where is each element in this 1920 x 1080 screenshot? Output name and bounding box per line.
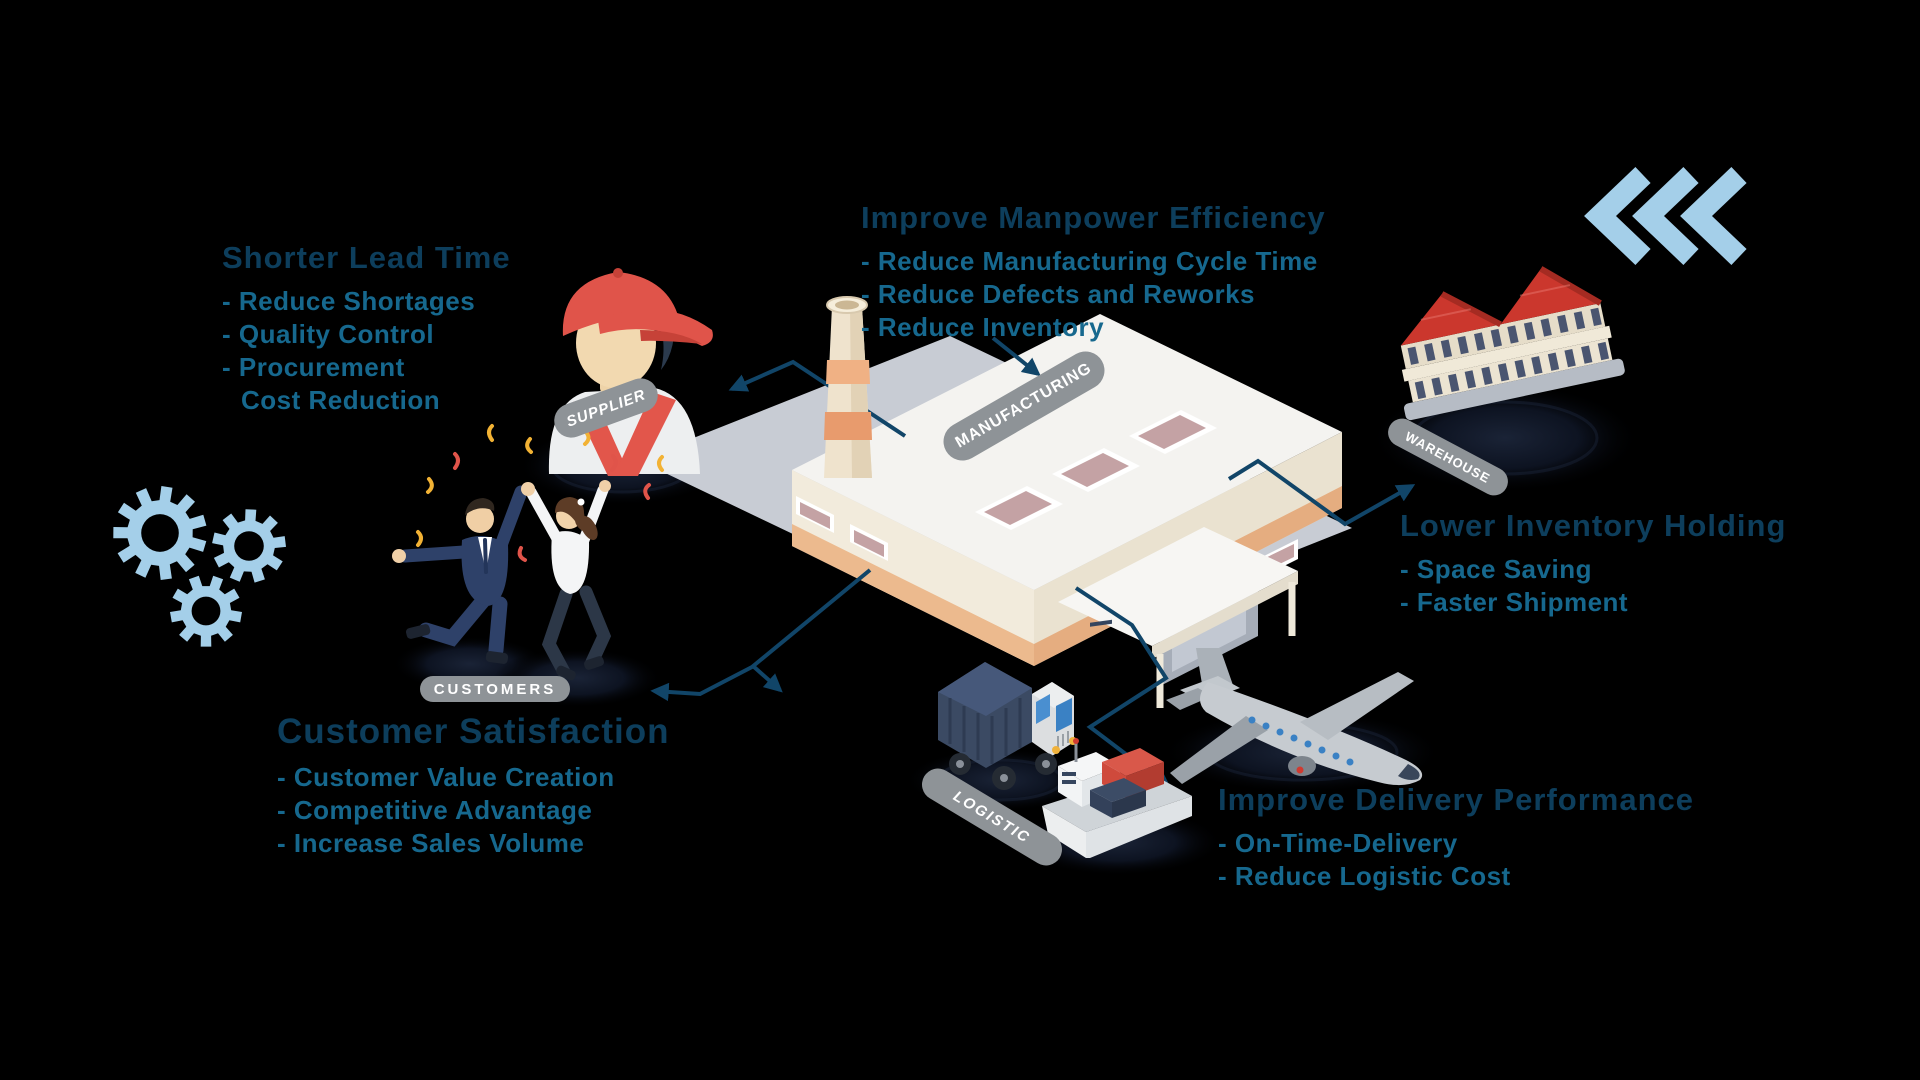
factory-illustration: [638, 314, 1352, 708]
bullet-item: - On-Time-Delivery: [1218, 828, 1458, 858]
truck-illustration: [938, 662, 1077, 790]
customer-woman: [521, 480, 612, 681]
section-title: Lower Inventory Holding: [1400, 508, 1787, 543]
bullet-item: - Procurement: [222, 352, 405, 382]
bullet-item: Cost Reduction: [241, 385, 441, 415]
bullet-item: - Reduce Inventory: [861, 312, 1105, 342]
bullet-item: - Quality Control: [222, 319, 435, 349]
rewind-chevrons-icon: [1584, 167, 1747, 265]
confetti: [416, 424, 664, 562]
section-delivery-performance: Improve Delivery Performance - On-Time-D…: [1218, 782, 1694, 893]
bullet-item: - Faster Shipment: [1400, 587, 1629, 617]
ship-illustration: [1042, 619, 1192, 858]
section-manpower-efficiency: Improve Manpower Efficiency - Reduce Man…: [861, 200, 1326, 344]
warehouse-illustration: [1400, 266, 1625, 421]
bullet-item: - Customer Value Creation: [277, 762, 615, 792]
section-title: Shorter Lead Time: [222, 240, 511, 275]
bullet-item: - Reduce Shortages: [222, 286, 476, 316]
bullet-item: - Reduce Defects and Reworks: [861, 279, 1256, 309]
section-shorter-lead-time: Shorter Lead Time - Reduce Shortages - Q…: [222, 240, 511, 417]
customers-label: CUSTOMERS: [420, 676, 570, 702]
section-title: Improve Delivery Performance: [1218, 782, 1694, 817]
customer-man: [392, 485, 528, 664]
gear-shape: [212, 509, 286, 583]
section-title: Improve Manpower Efficiency: [861, 200, 1326, 235]
gear-shape: [170, 575, 242, 647]
section-title: Customer Satisfaction: [277, 712, 670, 751]
line-branch: [751, 664, 783, 693]
bullet-item: - Reduce Logistic Cost: [1218, 861, 1511, 891]
roof-skylights: [975, 410, 1217, 530]
line-to-logistic: [1074, 586, 1171, 789]
bullet-item: - Reduce Manufacturing Cycle Time: [861, 246, 1318, 276]
gear-shape: [113, 486, 207, 580]
section-inventory-holding: Lower Inventory Holding - Space Saving -…: [1400, 508, 1786, 619]
bullet-item: - Space Saving: [1400, 554, 1592, 584]
bullet-item: - Competitive Advantage: [277, 795, 593, 825]
customers-figures: [392, 424, 664, 681]
airplane-illustration: [1166, 648, 1423, 786]
bullet-item: - Increase Sales Volume: [277, 828, 585, 858]
supplier-figure: [548, 268, 713, 476]
line-to-customers: [650, 568, 872, 702]
factory-chimney: [824, 296, 872, 478]
section-customer-satisfaction: Customer Satisfaction - Customer Value C…: [277, 712, 669, 860]
line-manpower: [991, 336, 1041, 377]
gears-icon: [113, 486, 286, 647]
line-to-warehouse: [1227, 458, 1416, 527]
